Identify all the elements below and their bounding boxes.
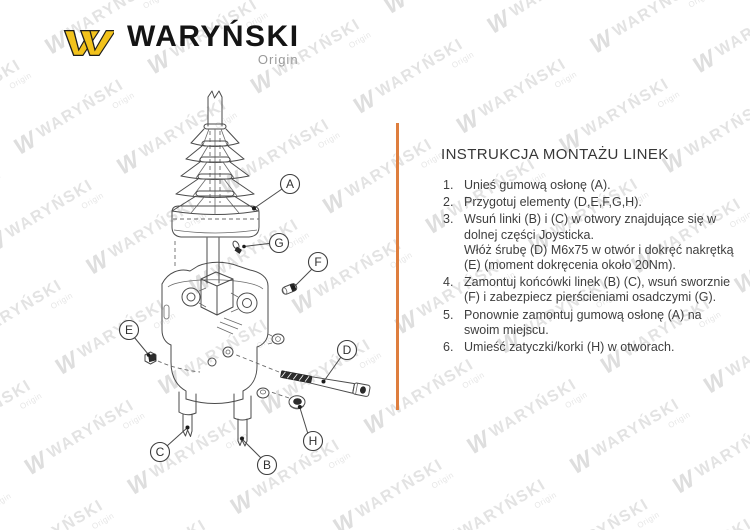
callout-letter-c: C <box>156 445 165 459</box>
instruction-text: Zamontuj końcówki linek (B) (C), wsuń sw… <box>464 275 731 305</box>
part-h-plug <box>267 390 306 410</box>
callout-letter-e: E <box>125 323 133 337</box>
joystick-lower-shaft <box>174 237 220 284</box>
joystick-body <box>161 261 285 404</box>
instruction-item: 2. Przygotuj elementy (D,E,F,G,H). <box>441 195 739 210</box>
callout-a: A <box>252 173 301 211</box>
instruction-text: Ponownie zamontuj gumową osłonę (A) na s… <box>464 307 702 337</box>
instruction-item: 4. Zamontuj końcówki linek (B) (C), wsuń … <box>441 275 739 305</box>
instruction-item: 1. Unieś gumową osłonę (A). <box>441 178 739 193</box>
divider-line <box>396 123 399 410</box>
instruction-number: 4. <box>443 275 454 290</box>
instructions-title: INSTRUKCJA MONTAŻU LINEK <box>441 146 669 163</box>
callout-letter-d: D <box>343 343 352 357</box>
part-e-nut <box>144 351 201 373</box>
callout-letter-b: B <box>263 458 271 472</box>
instruction-number: 1. <box>443 178 454 192</box>
callout-e: E <box>118 319 151 357</box>
callout-f: F <box>291 251 329 290</box>
instruction-text: Umieść zatyczki/korki (H) w otworach. <box>464 340 675 355</box>
rubber-boot <box>171 123 260 238</box>
instruction-item: 6. Umieść zatyczki/korki (H) w otworach. <box>441 340 739 355</box>
instruction-number: 3. <box>443 212 454 227</box>
instruction-text: Przygotuj elementy (D,E,F,G,H). <box>464 195 642 210</box>
instruction-number: 2. <box>443 195 454 210</box>
instruction-number: 6. <box>443 340 454 355</box>
callout-g: G <box>242 232 290 254</box>
part-f-pin <box>281 283 298 295</box>
instruction-item: 3. Wsuń linki (B) i (C) w otwory znajdują… <box>441 212 739 273</box>
brand-origin: Origin <box>257 52 299 67</box>
brand-name: WARYŃSKI Origin <box>127 20 300 67</box>
joystick-lever-shaft <box>207 90 223 127</box>
brand-w-mark-icon <box>63 30 114 56</box>
instruction-list: 1. Unieś gumową osłonę (A). 2. Przygotuj el… <box>441 178 739 355</box>
callout-b: B <box>240 436 278 476</box>
callout-d: D <box>321 339 358 384</box>
instruction-text: Wsuń linki (B) i (C) w otwory znajdujące… <box>464 212 734 273</box>
instruction-number: 5. <box>443 307 454 322</box>
part-g-retaining-ring <box>232 240 242 254</box>
callout-c: C <box>149 425 190 463</box>
instruction-text: Unieś gumową osłonę (A). <box>464 178 611 192</box>
brand-name-text: WARYŃSKI <box>127 20 300 53</box>
part-d-bolt <box>233 353 371 397</box>
callout-letter-a: A <box>286 177 294 191</box>
callout-letter-g: G <box>274 236 283 250</box>
cable-c <box>178 391 197 437</box>
brand-logo: WARYŃSKI Origin <box>60 20 300 67</box>
callout-letter-f: F <box>314 255 321 269</box>
callout-h: H <box>297 405 324 452</box>
callout-letter-h: H <box>309 434 318 448</box>
instruction-item: 5. Ponownie zamontuj gumową osłonę (A) na… <box>441 308 739 338</box>
instructions-panel: INSTRUKCJA MONTAŻU LINEK 1. Unieś gumową … <box>441 146 739 357</box>
